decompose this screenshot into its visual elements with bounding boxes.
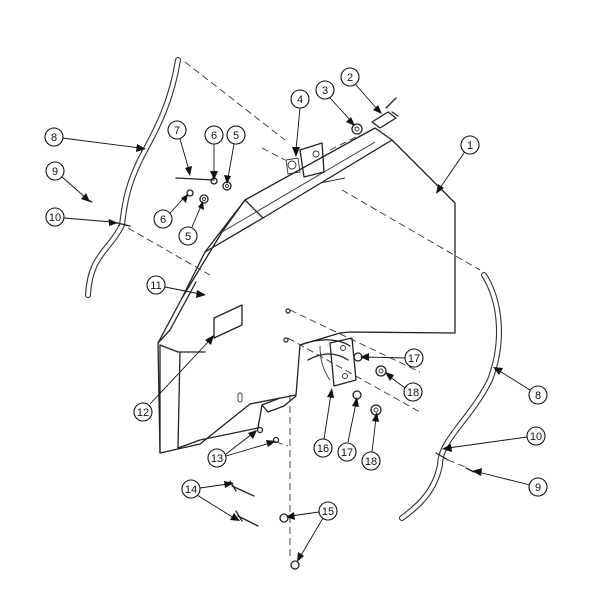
- callout-label: 4: [297, 94, 303, 106]
- callout-6b: 6: [153, 194, 188, 229]
- callout-4: 4: [290, 89, 310, 157]
- callout-6a: 6: [204, 125, 224, 180]
- callout-label: 18: [365, 456, 377, 468]
- callout-label: 8: [51, 132, 57, 144]
- callout-label: 15: [322, 506, 334, 518]
- callout-label: 12: [137, 407, 149, 419]
- callout-label: 5: [233, 130, 239, 142]
- callout-15: 15: [286, 501, 338, 562]
- callout-label: 8: [535, 390, 541, 402]
- callout-12: 12: [133, 335, 214, 422]
- callout-label: 9: [52, 166, 58, 178]
- callout-13: 13: [207, 430, 276, 468]
- callout-1: 1: [436, 135, 480, 194]
- callout-9b: 9: [472, 468, 548, 497]
- guard-housing: [157, 127, 456, 454]
- callout-18b: 18: [361, 412, 381, 471]
- callout-17b: 17: [337, 397, 359, 462]
- assembly-lines: [107, 61, 481, 560]
- callout-label: 11: [150, 280, 161, 292]
- valve-2-3: [351, 97, 399, 135]
- bolts-13: [256, 308, 291, 444]
- callout-8b: 8: [493, 367, 548, 405]
- callout-label: 13: [211, 453, 223, 465]
- callout-label: 6: [211, 130, 217, 142]
- callout-3: 3: [315, 80, 355, 126]
- callout-label: 17: [341, 447, 353, 459]
- callout-label: 17: [408, 353, 420, 365]
- callout-label: 9: [535, 482, 541, 494]
- hoses-8: [83, 57, 502, 521]
- callout-label: 2: [347, 72, 353, 84]
- callout-5b: 5: [178, 201, 204, 246]
- callout-label: 16: [317, 443, 329, 455]
- callout-label: 6: [160, 214, 166, 226]
- callout-label: 14: [185, 484, 197, 496]
- callout-11: 11: [146, 275, 206, 298]
- callout-10a: 10: [45, 207, 118, 227]
- mount-plate: [319, 337, 357, 387]
- callout-14: 14: [181, 479, 240, 521]
- callout-5a: 5: [224, 125, 246, 184]
- callout-label: 7: [174, 125, 180, 137]
- fasteners-14-15: [229, 480, 300, 570]
- callout-label: 10: [49, 212, 61, 224]
- callout-2: 2: [340, 67, 382, 114]
- callout-16: 16: [313, 388, 334, 458]
- callout-7: 7: [167, 120, 192, 176]
- callout-9a: 9: [45, 161, 90, 202]
- callout-label: 10: [530, 431, 542, 443]
- callout-10b: 10: [442, 426, 546, 452]
- callout-18a: 18: [385, 372, 423, 402]
- callout-label: 3: [322, 85, 328, 97]
- callout-8a: 8: [44, 127, 146, 152]
- callout-label: 18: [407, 387, 419, 399]
- callout-label: 5: [185, 231, 191, 243]
- callout-label: 1: [467, 140, 473, 152]
- callout-17a: 17: [360, 348, 424, 368]
